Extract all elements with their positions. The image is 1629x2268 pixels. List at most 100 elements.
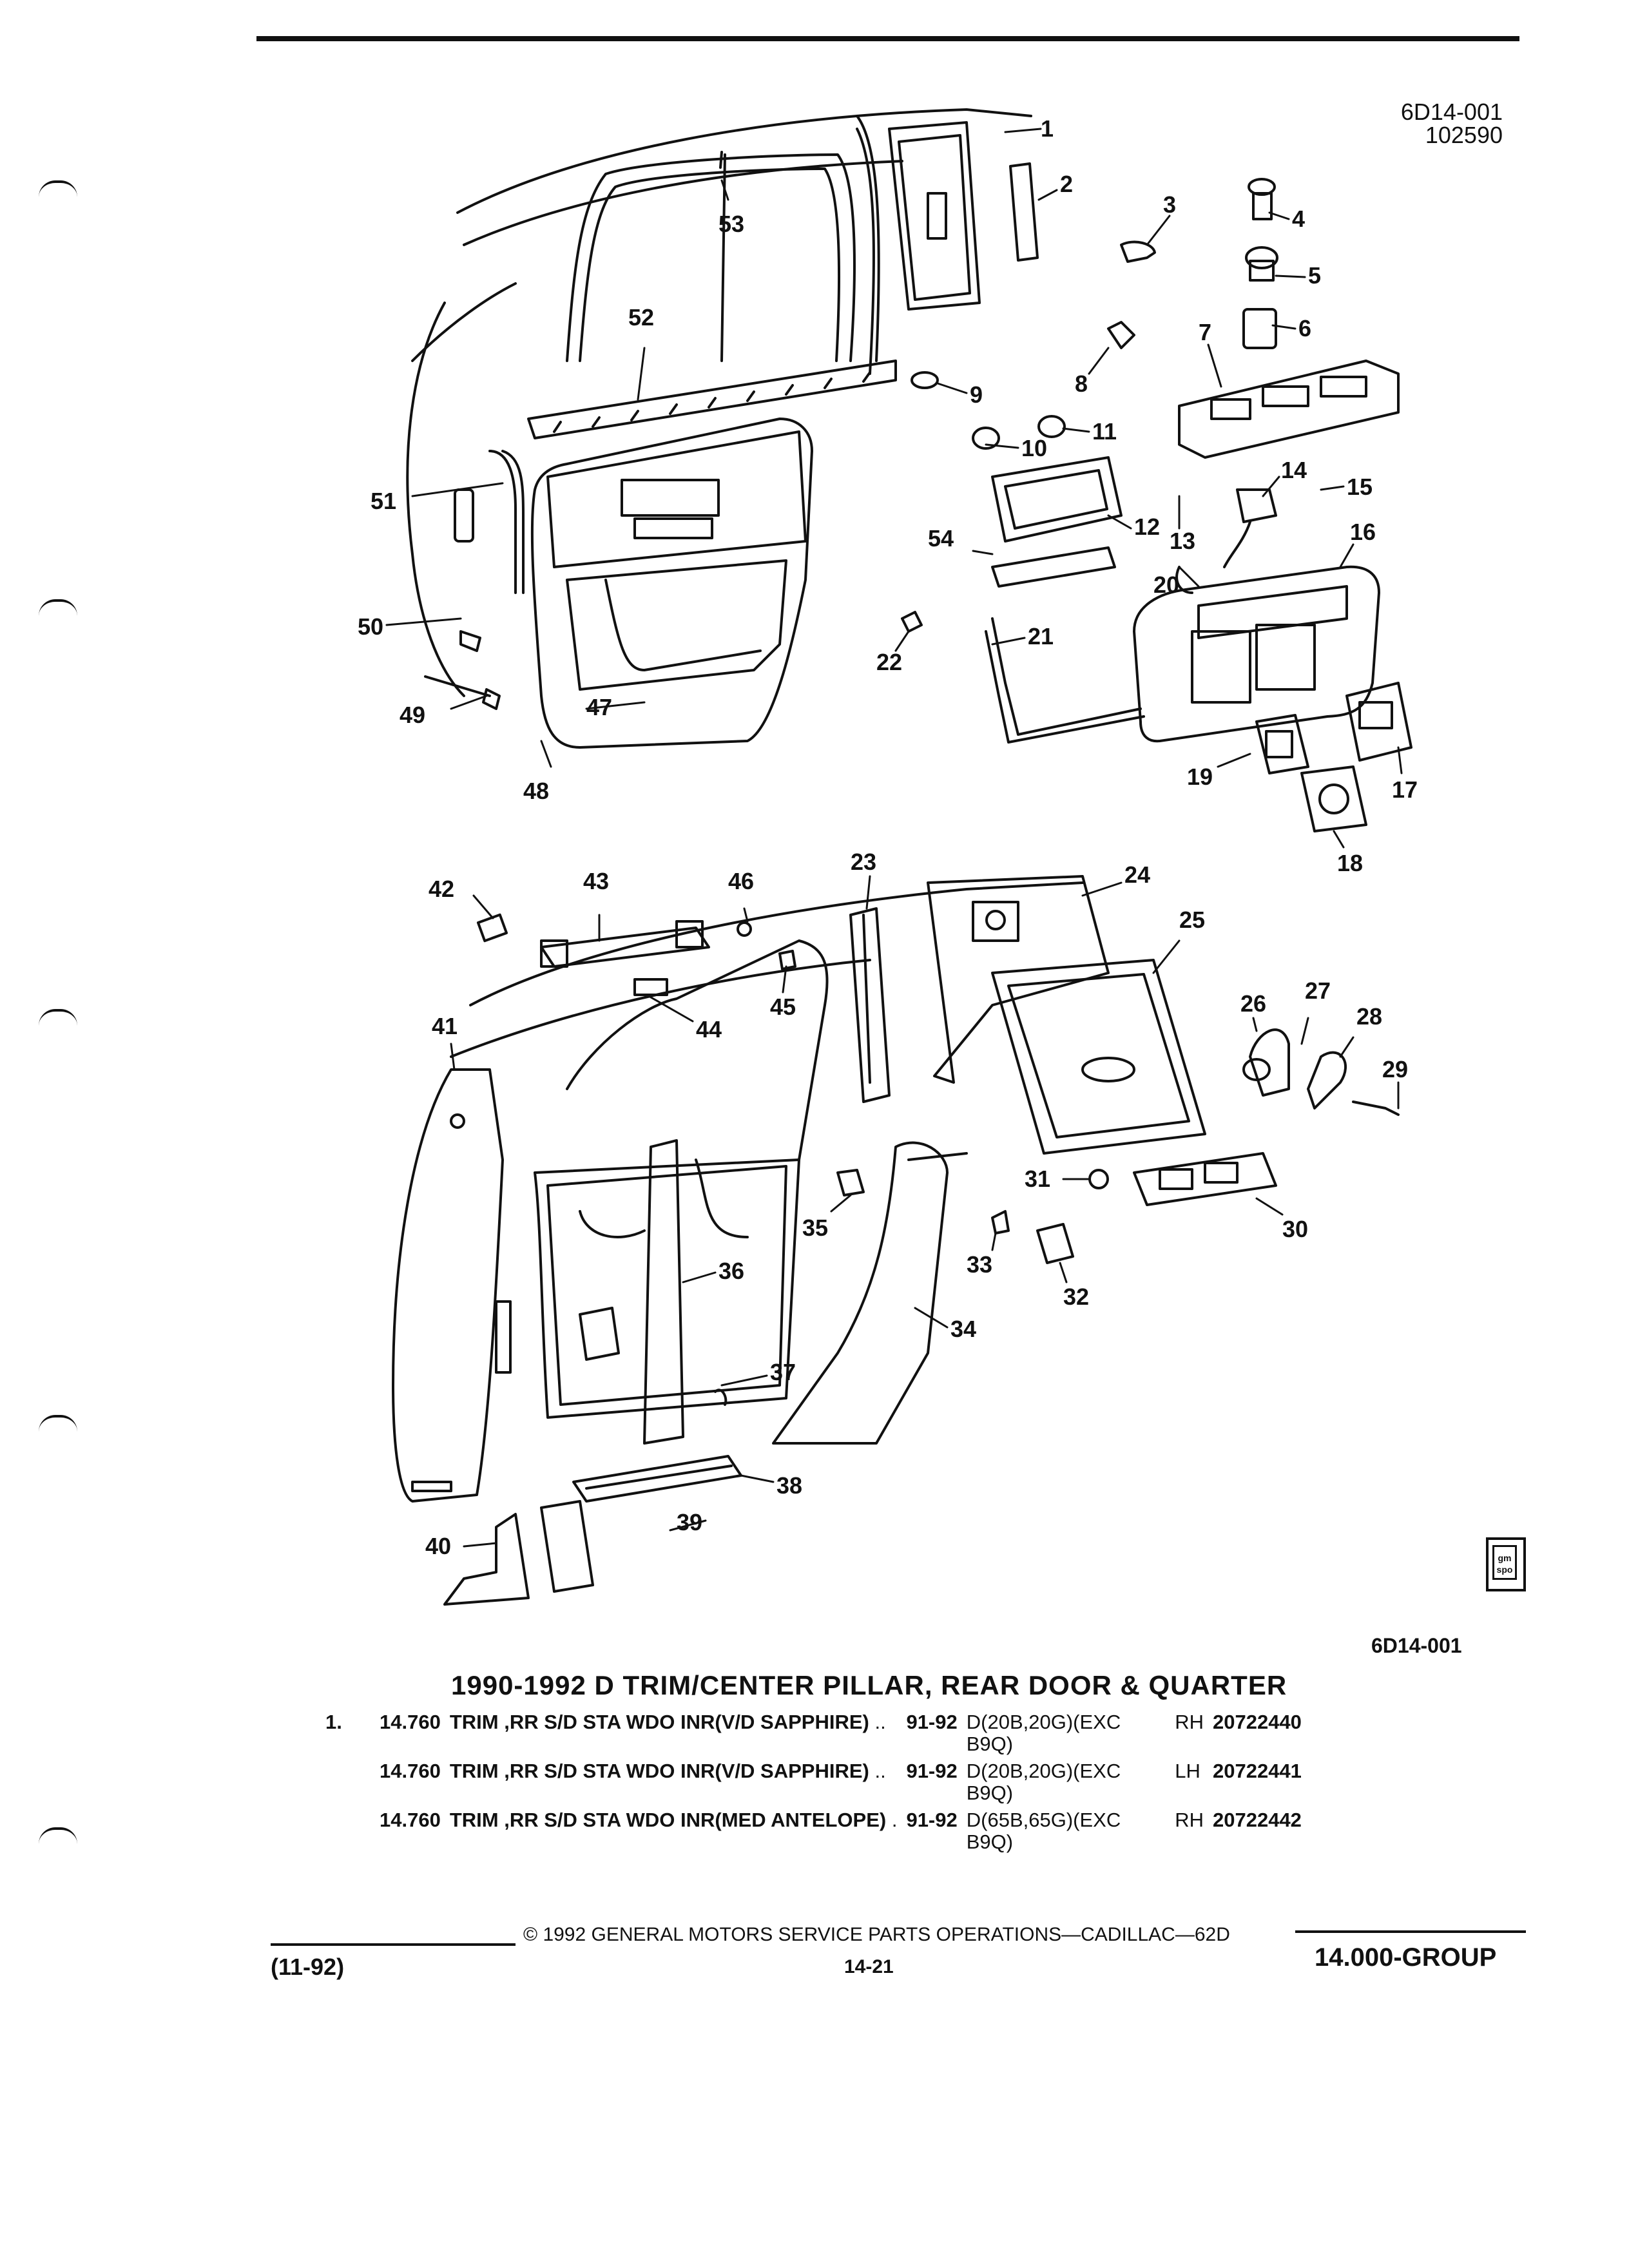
- top-rule: [256, 36, 1519, 41]
- usage-line-2: B9Q): [966, 1782, 1014, 1804]
- callout-35: 35: [802, 1215, 828, 1241]
- parts-table: 1. 14.760 TRIM ,RR S/D STA WDO INR(V/D S…: [325, 1711, 1311, 1853]
- sill-plate-38: [572, 1455, 742, 1503]
- callout-41: 41: [432, 1013, 458, 1039]
- part-description: TRIM ,RR S/D STA WDO INR(V/D SAPPHIRE) .…: [450, 1711, 907, 1755]
- part-number: 20722441: [1213, 1760, 1302, 1782]
- callout-30: 30: [1282, 1216, 1308, 1242]
- table-row: 14.760 TRIM ,RR S/D STA WDO INR(V/D SAPP…: [325, 1760, 1311, 1804]
- molding-2: [1009, 162, 1039, 262]
- window-channel-53: [719, 115, 880, 362]
- callout-36: 36: [718, 1258, 744, 1284]
- callout-24: 24: [1124, 861, 1150, 888]
- callout-5: 5: [1308, 262, 1321, 289]
- usage-line-2: B9Q): [966, 1831, 1014, 1853]
- model-years: 91-92: [906, 1711, 958, 1733]
- callout-26: 26: [1240, 990, 1266, 1017]
- callout-labels: 1 2 3 4 5 6 7 8 9 10 11 12 13 14 15 16 1…: [358, 115, 1418, 1559]
- quarter-trim-41: [392, 1068, 512, 1503]
- callout-3: 3: [1163, 191, 1176, 218]
- group-number: 14.760: [380, 1711, 441, 1733]
- callout-45: 45: [770, 994, 796, 1020]
- callout-17: 17: [1392, 776, 1418, 803]
- callout-27: 27: [1305, 977, 1331, 1004]
- part-description: TRIM ,RR S/D STA WDO INR(V/D SAPPHIRE) .…: [450, 1760, 907, 1804]
- copyright-notice: © 1992 GENERAL MOTORS SERVICE PARTS OPER…: [523, 1924, 1230, 1945]
- reference-code: 6D14-001 102590: [1401, 101, 1503, 147]
- small-fasteners-upper: [911, 178, 1278, 450]
- usage-line-1: D(20B,20G)(EXC: [966, 1760, 1121, 1782]
- leader-lines: [385, 128, 1403, 1548]
- callout-54: 54: [928, 525, 954, 552]
- side: LH: [1175, 1760, 1200, 1782]
- switch-bezel-12: [991, 456, 1123, 543]
- leader-dots: ..: [874, 1711, 886, 1733]
- callout-15: 15: [1347, 474, 1373, 500]
- page-number: 14-21: [844, 1956, 894, 1977]
- margin-mark: [39, 1827, 77, 1844]
- callout-50: 50: [358, 613, 383, 640]
- callout-28: 28: [1356, 1003, 1382, 1030]
- callout-19: 19: [1187, 764, 1213, 790]
- footer-rule-right: [1295, 1930, 1526, 1933]
- callout-20: 20: [1153, 572, 1179, 598]
- door-trim-panel-48: [530, 418, 813, 749]
- callout-8: 8: [1075, 370, 1088, 397]
- margin-mark: [39, 1415, 77, 1432]
- rear-door-opening: [534, 939, 829, 1419]
- callout-16: 16: [1350, 519, 1376, 545]
- center-pillar-36: [643, 1139, 684, 1445]
- gm-spo-logo-text: gm spo: [1492, 1545, 1517, 1580]
- table-row: 14.760 TRIM ,RR S/D STA WDO INR(MED ANTE…: [325, 1809, 1311, 1853]
- callout-32: 32: [1063, 1283, 1089, 1310]
- part-number: 20722440: [1213, 1711, 1302, 1733]
- callout-22: 22: [876, 649, 902, 675]
- model-years: 91-92: [906, 1809, 958, 1831]
- part-number: 20722442: [1213, 1809, 1302, 1831]
- bezel-54: [991, 546, 1116, 588]
- leader-dots: .: [891, 1809, 898, 1831]
- side: RH: [1175, 1809, 1204, 1831]
- callout-44: 44: [696, 1016, 722, 1043]
- pillar-trim-40: [443, 1500, 594, 1606]
- footer-rule-left: [271, 1943, 516, 1946]
- callout-47: 47: [586, 694, 612, 720]
- callout-48: 48: [523, 778, 549, 804]
- callout-39: 39: [677, 1509, 702, 1535]
- part-description-text: TRIM ,RR S/D STA WDO INR(V/D SAPPHIRE): [449, 1760, 869, 1782]
- callout-21: 21: [1028, 623, 1054, 649]
- seal-21: [985, 617, 1145, 744]
- connector-14: [1223, 488, 1277, 568]
- callout-49: 49: [400, 702, 425, 728]
- armrest-bracket-7: [1178, 360, 1400, 459]
- group-number: 14.760: [380, 1760, 441, 1782]
- callout-12: 12: [1134, 514, 1160, 540]
- usage-line-1: D(65B,65G)(EXC: [966, 1809, 1121, 1831]
- misc-clips-upper: [459, 566, 1193, 710]
- usage-line-1: D(20B,20G)(EXC: [966, 1711, 1121, 1733]
- margin-mark: [39, 1009, 77, 1026]
- callout-33: 33: [967, 1251, 992, 1278]
- margin-mark: [39, 180, 77, 197]
- gm-spo-logo: gm spo: [1486, 1537, 1526, 1591]
- window-sill-strip-52: [527, 360, 897, 439]
- part-description-text: TRIM ,RR S/D STA WDO INR(MED ANTELOPE): [449, 1809, 887, 1831]
- leader-dots: ..: [874, 1760, 886, 1782]
- callout-29: 29: [1382, 1056, 1408, 1082]
- group-label: 14.000-GROUP: [1315, 1943, 1497, 1972]
- usage-line-2: B9Q): [966, 1733, 1014, 1755]
- callout-53: 53: [718, 211, 744, 237]
- callout-1: 1: [1041, 115, 1054, 142]
- callout-34: 34: [950, 1316, 976, 1342]
- trim-molding-51: [488, 450, 525, 594]
- callout-9: 9: [970, 381, 983, 408]
- table-row: 1. 14.760 TRIM ,RR S/D STA WDO INR(V/D S…: [325, 1711, 1311, 1755]
- item-number: [325, 1809, 380, 1853]
- reference-code-line-1: 6D14-001: [1400, 99, 1503, 125]
- callout-23: 23: [851, 849, 876, 875]
- switch-17-18-19: [1255, 682, 1412, 832]
- quarter-trim-25: [991, 959, 1206, 1155]
